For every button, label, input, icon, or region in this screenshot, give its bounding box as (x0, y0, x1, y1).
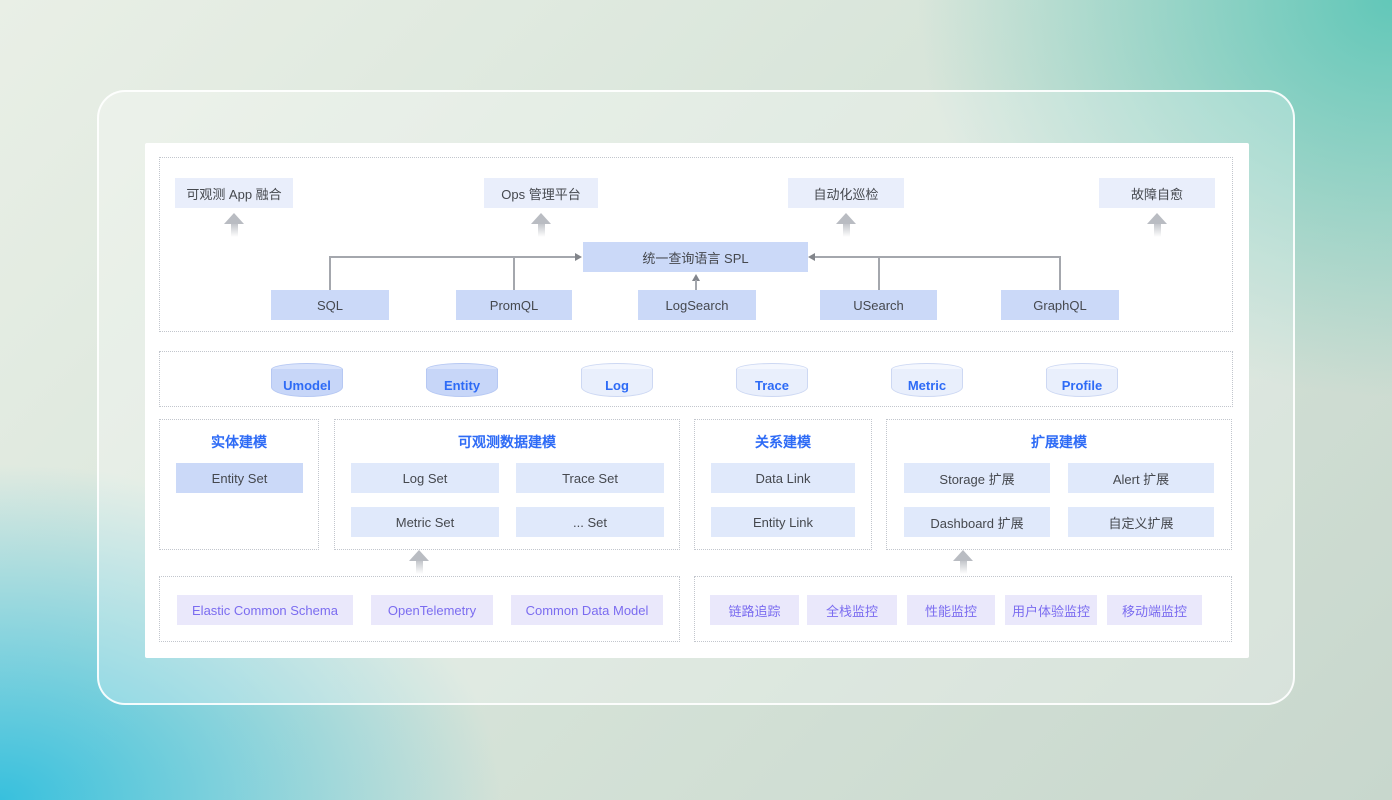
node-etc-set: ... Set (516, 507, 664, 537)
open-standards-group: Elastic Common Schema OpenTelemetry Comm… (159, 576, 680, 642)
arrow-head (836, 213, 856, 224)
node-metric-set: Metric Set (351, 507, 499, 537)
node-automated-inspection: 自动化巡检 (788, 178, 904, 208)
observable-data-modeling-group: 可观测数据建模 Log Set Trace Set Metric Set ...… (334, 419, 680, 550)
node-full-stack-monitoring: 全栈监控 (807, 595, 897, 625)
node-observable-app-fusion: 可观测 App 融合 (175, 178, 293, 208)
arrow-tail (959, 561, 967, 574)
relation-modeling-group: 关系建模 Data Link Entity Link (694, 419, 872, 550)
cylinder-label: Entity (443, 377, 481, 393)
node-entity-set: Entity Set (176, 463, 303, 493)
cylinder-label: Trace (755, 377, 789, 393)
arrowhead-left-icon (808, 253, 815, 261)
cylinder-body: Trace (736, 369, 808, 397)
arrow-head (409, 550, 429, 561)
cylinder-label: Metric (907, 377, 947, 393)
node-storage-extension: Storage 扩展 (904, 463, 1050, 493)
up-arrow-icon (224, 213, 244, 237)
connector-line (878, 256, 880, 290)
cylinder-body: Log (581, 369, 653, 397)
node-fault-self-healing: 故障自愈 (1099, 178, 1215, 208)
arrowhead-right-icon (575, 253, 582, 261)
node-distributed-tracing: 链路追踪 (710, 595, 799, 625)
node-ops-platform: Ops 管理平台 (484, 178, 598, 208)
arrow-head (953, 550, 973, 561)
group-title: 可观测数据建模 (458, 434, 556, 450)
node-opentelemetry: OpenTelemetry (371, 595, 493, 625)
cylinder-body: Entity (426, 369, 498, 397)
arrow-tail (230, 224, 238, 237)
monitoring-scenarios-group: 链路追踪 全栈监控 性能监控 用户体验监控 移动端监控 (694, 576, 1232, 642)
cylinder-trace: Trace (736, 363, 808, 397)
node-logsearch: LogSearch (638, 290, 756, 320)
cylinder-profile: Profile (1046, 363, 1118, 397)
arrow-tail (537, 224, 545, 237)
outer-card: 可观测 App 融合 Ops 管理平台 自动化巡检 故障自愈 统一查询语言 SP… (97, 90, 1295, 705)
connector-line (513, 256, 515, 290)
cylinder-umodel: Umodel (271, 363, 343, 397)
cylinder-label: Umodel (283, 377, 331, 393)
node-log-set: Log Set (351, 463, 499, 493)
arrowhead-up-icon (692, 274, 700, 281)
node-common-data-model: Common Data Model (511, 595, 663, 625)
connector-line (329, 256, 331, 290)
cylinder-label: Log (605, 377, 629, 393)
node-graphql: GraphQL (1001, 290, 1119, 320)
node-unified-query-language-spl: 统一查询语言 SPL (583, 242, 808, 272)
architecture-diagram-panel: 可观测 App 融合 Ops 管理平台 自动化巡检 故障自愈 统一查询语言 SP… (145, 143, 1249, 658)
node-data-link: Data Link (711, 463, 855, 493)
node-alert-extension: Alert 扩展 (1068, 463, 1214, 493)
node-performance-monitoring: 性能监控 (907, 595, 995, 625)
node-promql: PromQL (456, 290, 572, 320)
node-dashboard-extension: Dashboard 扩展 (904, 507, 1050, 537)
node-sql: SQL (271, 290, 389, 320)
cylinder-body: Metric (891, 369, 963, 397)
cylinder-body: Umodel (271, 369, 343, 397)
arrow-head (531, 213, 551, 224)
node-elastic-common-schema: Elastic Common Schema (177, 595, 353, 625)
cylinder-body: Profile (1046, 369, 1118, 397)
up-arrow-icon (953, 550, 973, 574)
node-usearch: USearch (820, 290, 937, 320)
connector-line (815, 256, 1060, 258)
entity-modeling-group: 实体建模 Entity Set (159, 419, 319, 550)
cylinder-label: Profile (1061, 377, 1103, 393)
node-mobile-monitoring: 移动端监控 (1107, 595, 1202, 625)
arrow-tail (415, 561, 423, 574)
arrow-tail (1153, 224, 1161, 237)
connector-line (330, 256, 575, 258)
arrow-head (1147, 213, 1167, 224)
up-arrow-icon (836, 213, 856, 237)
cylinder-metric: Metric (891, 363, 963, 397)
cylinder-log: Log (581, 363, 653, 397)
cylinder-entity: Entity (426, 363, 498, 397)
up-arrow-icon (1147, 213, 1167, 237)
node-trace-set: Trace Set (516, 463, 664, 493)
group-title: 扩展建模 (1031, 434, 1087, 450)
node-user-experience-monitoring: 用户体验监控 (1005, 595, 1097, 625)
up-arrow-icon (531, 213, 551, 237)
arrow-tail (842, 224, 850, 237)
node-custom-extension: 自定义扩展 (1068, 507, 1214, 537)
connector-line (695, 280, 697, 290)
extension-modeling-group: 扩展建模 Storage 扩展 Alert 扩展 Dashboard 扩展 自定… (886, 419, 1232, 550)
node-entity-link: Entity Link (711, 507, 855, 537)
connector-line (1059, 256, 1061, 290)
up-arrow-icon (409, 550, 429, 574)
arrow-head (224, 213, 244, 224)
group-title: 实体建模 (211, 434, 267, 450)
group-title: 关系建模 (755, 434, 811, 450)
